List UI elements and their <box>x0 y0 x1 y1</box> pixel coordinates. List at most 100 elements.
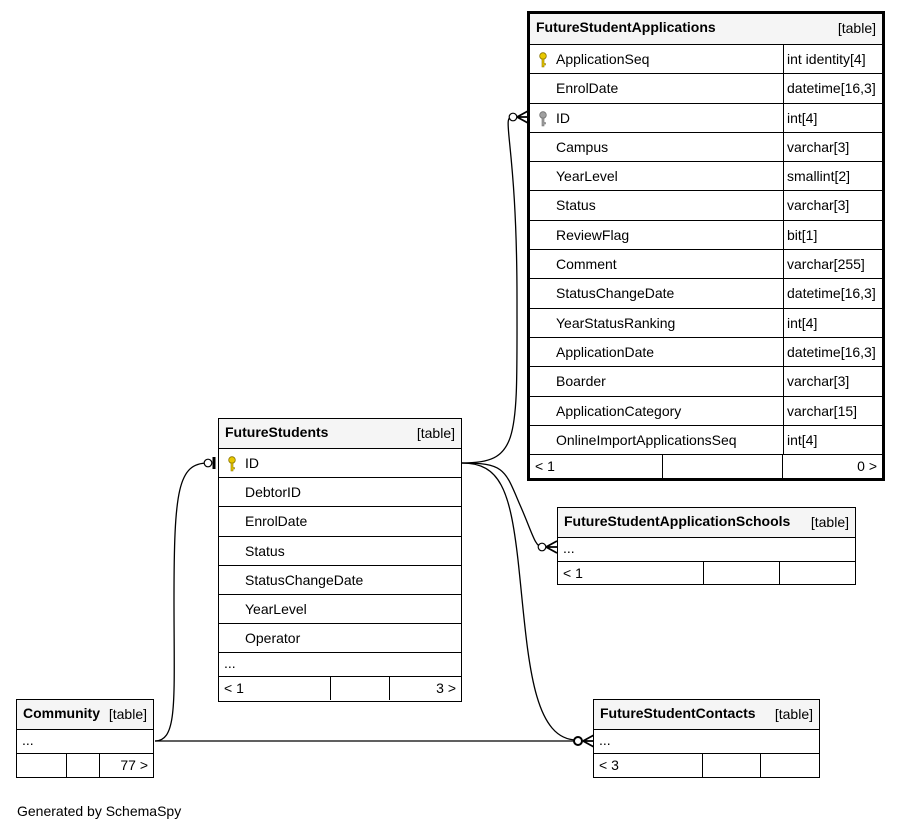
column-row[interactable]: StatusChangeDate datetime[16,3] <box>530 279 882 309</box>
table-future-student-application-schools[interactable]: FutureStudentApplicationSchools [table] … <box>557 507 856 585</box>
collapsed-columns: ... <box>219 653 461 678</box>
collapsed-columns: ... <box>17 730 153 754</box>
column-name: EnrolDate <box>556 80 619 97</box>
table-name: FutureStudentApplications <box>536 19 716 35</box>
relation-fs-fsas-zero-marker <box>537 542 547 552</box>
table-kind: [table] <box>416 425 455 441</box>
column-name: YearStatusRanking <box>556 314 676 331</box>
relation-fs-fsas <box>461 462 543 548</box>
relation-fs-fsc <box>461 462 578 741</box>
column-row[interactable]: ID <box>219 449 461 479</box>
table-header: FutureStudentApplications [table] <box>530 14 882 45</box>
table-name: FutureStudents <box>225 424 329 440</box>
column-row[interactable]: EnrolDate datetime[16,3] <box>530 74 882 104</box>
relation-fs-fsa <box>461 116 518 464</box>
column-row[interactable]: Operator <box>219 624 461 654</box>
column-name: Comment <box>556 256 617 273</box>
column-name: ID <box>556 109 570 126</box>
parent-count: < 3 <box>599 757 619 773</box>
column-row[interactable]: ID int[4] <box>530 103 882 133</box>
table-header: FutureStudents [table] <box>219 419 461 449</box>
column-type: datetime[16,3] <box>787 343 876 360</box>
column-name: StatusChangeDate <box>245 571 364 588</box>
relation-community-fs-zero-marker <box>203 458 213 468</box>
column-type: varchar[3] <box>787 373 850 390</box>
column-name: ReviewFlag <box>556 226 630 243</box>
column-row[interactable]: ReviewFlag bit[1] <box>530 220 882 251</box>
table-future-students[interactable]: FutureStudents [table] ID DebtorID EnrolDa… <box>218 418 462 702</box>
key-icon <box>539 52 547 68</box>
column-type: int[4] <box>787 431 818 448</box>
column-row[interactable]: StatusChangeDate <box>219 566 461 595</box>
column-row[interactable]: DebtorID <box>219 478 461 508</box>
column-name: Status <box>245 542 285 559</box>
column-name: Operator <box>245 630 301 647</box>
relation-community-fs <box>154 462 209 742</box>
column-name: DebtorID <box>245 484 302 501</box>
table-kind: [table] <box>810 514 849 530</box>
column-row[interactable]: Comment varchar[255] <box>530 250 882 280</box>
table-footer: < 1 <box>558 562 855 584</box>
table-header: FutureStudentContacts [table] <box>594 700 819 730</box>
relation-fsc-crowfoot <box>582 734 595 748</box>
column-name: ApplicationCategory <box>556 402 682 419</box>
column-name: YearLevel <box>556 168 618 185</box>
parent-count: < 1 <box>563 565 583 581</box>
column-type: smallint[2] <box>787 168 851 185</box>
table-name: Community <box>23 705 100 721</box>
generated-by-label: Generated by SchemaSpy <box>17 803 182 819</box>
table-footer: < 1 0 > <box>530 455 882 480</box>
relation-fs-fsa-zero-marker <box>508 112 518 122</box>
child-count: 77 > <box>120 757 148 773</box>
table-future-student-contacts[interactable]: FutureStudentContacts [table] ... < 3 <box>593 699 820 778</box>
column-type: bit[1] <box>787 226 818 243</box>
table-kind: [table] <box>837 20 876 36</box>
column-name: YearLevel <box>245 600 307 617</box>
column-name: ID <box>245 455 259 471</box>
column-type: varchar[15] <box>787 402 858 419</box>
table-future-student-applications[interactable]: FutureStudentApplications [table] Applic… <box>527 11 885 481</box>
column-name: EnrolDate <box>245 513 308 530</box>
table-footer: < 1 3 > <box>219 677 461 701</box>
table-name: FutureStudentContacts <box>600 705 756 721</box>
column-type: int[4] <box>787 109 818 126</box>
table-community[interactable]: Community [table] ... 77 > <box>16 699 154 778</box>
child-count: 0 > <box>857 458 877 475</box>
column-row[interactable]: Status <box>219 537 461 566</box>
table-kind: [table] <box>108 706 147 722</box>
column-name: StatusChangeDate <box>556 285 675 302</box>
column-row[interactable]: ApplicationCategory varchar[15] <box>530 396 882 426</box>
column-type: varchar[255] <box>787 256 865 273</box>
key-icon <box>228 456 236 472</box>
relation-fsc-zero-marker <box>573 736 583 746</box>
table-header: FutureStudentApplicationSchools [table] <box>558 508 855 538</box>
column-type: datetime[16,3] <box>787 80 876 97</box>
column-row[interactable]: EnrolDate <box>219 507 461 537</box>
column-name: Status <box>556 197 596 214</box>
child-count: 3 > <box>436 680 456 697</box>
table-footer: 77 > <box>17 754 153 777</box>
table-header: Community [table] <box>17 700 153 730</box>
column-type: int identity[4] <box>787 51 866 67</box>
relation-fs-fsa-crowfoot <box>516 110 529 124</box>
foreign-key-icon <box>539 110 547 126</box>
collapsed-columns: ... <box>558 538 855 562</box>
collapsed-columns: ... <box>594 730 819 754</box>
column-type: varchar[3] <box>787 138 850 155</box>
column-row[interactable]: YearLevel <box>219 595 461 625</box>
column-type: datetime[16,3] <box>787 285 876 302</box>
column-row[interactable]: YearLevel smallint[2] <box>530 162 882 192</box>
parent-count: < 1 <box>224 680 244 697</box>
table-kind: [table] <box>774 706 813 722</box>
table-name: FutureStudentApplicationSchools <box>564 513 791 529</box>
